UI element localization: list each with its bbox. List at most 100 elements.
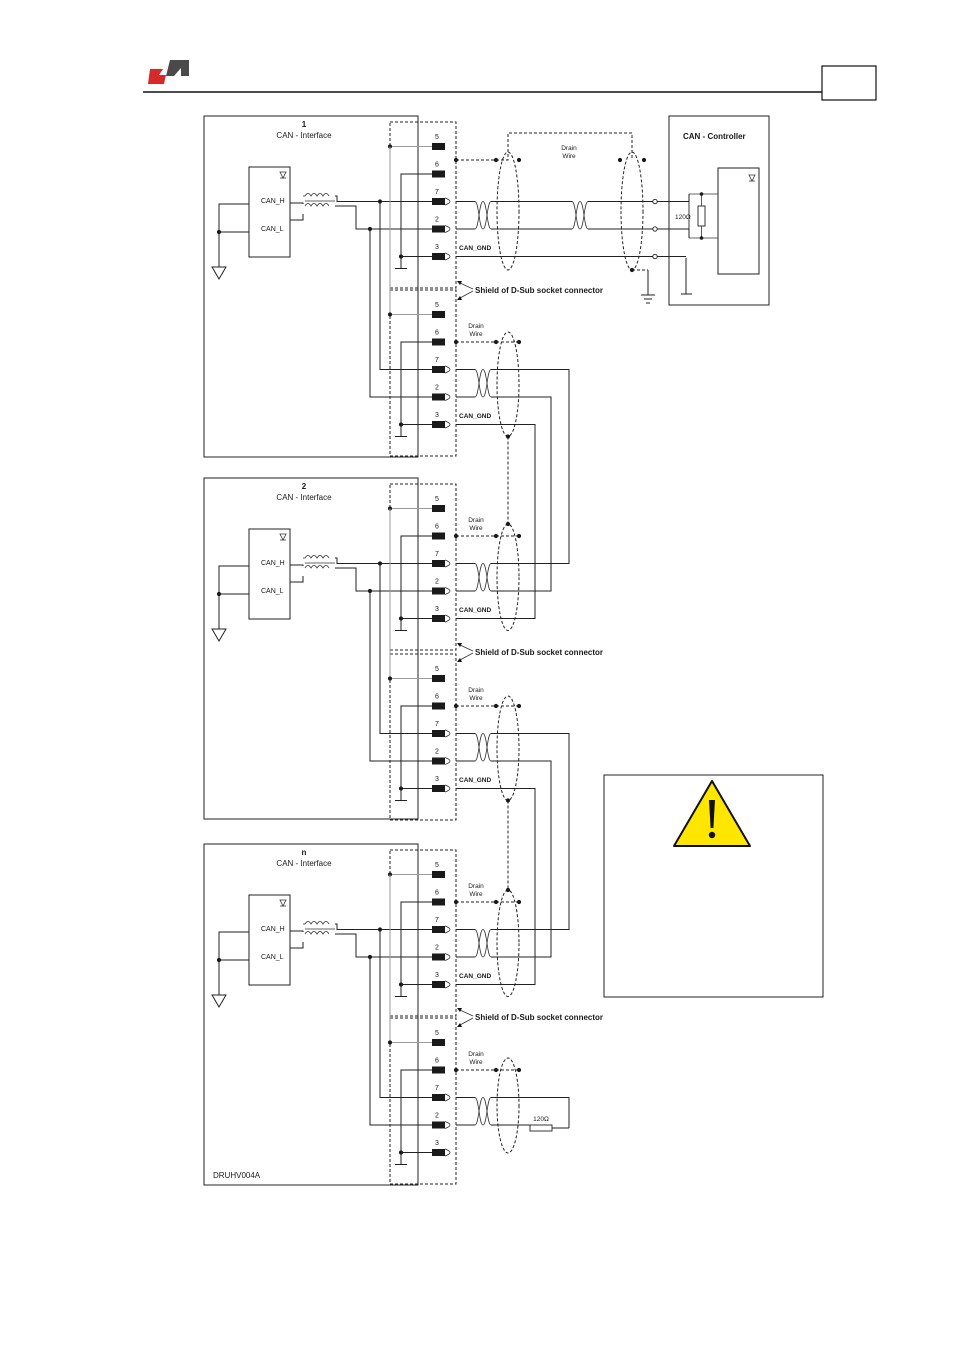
cable-shield xyxy=(496,523,520,631)
can-l-wire xyxy=(290,942,304,949)
can-h-wire xyxy=(491,733,570,930)
pin-contact xyxy=(432,560,445,567)
pin-contact xyxy=(432,981,445,988)
controller-title: CAN - Controller xyxy=(683,132,746,141)
pin-socket xyxy=(444,225,451,233)
junction-dot xyxy=(453,533,459,539)
pin5-wire xyxy=(389,874,432,1043)
pin-socket xyxy=(444,587,451,595)
can-gnd-label: CAN_GND xyxy=(459,973,491,980)
pin-number: 7 xyxy=(435,1085,439,1092)
can-h-wire xyxy=(335,923,432,930)
can-h-wire xyxy=(335,195,432,202)
pin-contact xyxy=(432,1149,445,1156)
pin-contact xyxy=(432,1066,445,1074)
common-mode-choke-icon xyxy=(304,193,335,207)
drain-wire-label: Drain xyxy=(468,1051,484,1058)
pin-socket xyxy=(444,252,451,261)
gnd-wire xyxy=(400,341,432,437)
twisted-pair-icon xyxy=(474,1097,492,1126)
terminal-icon xyxy=(652,198,658,205)
can-l-wire xyxy=(290,576,304,583)
pin-contact xyxy=(432,366,445,373)
pin-number: 3 xyxy=(435,412,439,419)
cable-shield xyxy=(496,889,520,997)
terminal-icon xyxy=(652,253,658,260)
chip-can-h-label: CAN_H xyxy=(261,560,285,567)
can-h-wire xyxy=(335,557,432,564)
shield-label: Shield of D-Sub socket connector xyxy=(475,286,603,295)
can-l-wire xyxy=(369,229,432,398)
pin-contact xyxy=(432,338,445,346)
junction-dot xyxy=(505,521,511,527)
pin-contact xyxy=(432,757,445,765)
junction-dot xyxy=(216,957,222,963)
pin-number: 6 xyxy=(435,694,439,701)
junction-dot xyxy=(387,312,393,317)
pin-contact xyxy=(432,953,445,961)
pin-number: 5 xyxy=(435,134,439,141)
pin-number: 6 xyxy=(435,330,439,337)
controller-resistor xyxy=(697,205,706,227)
pin-number: 3 xyxy=(435,1140,439,1147)
pin-socket xyxy=(444,980,451,989)
junction-dot xyxy=(398,254,404,259)
pin-contact xyxy=(432,926,445,933)
can-gnd-label: CAN_GND xyxy=(459,777,491,784)
can-h-wire xyxy=(491,369,570,564)
pin-socket xyxy=(444,559,451,568)
pin-socket xyxy=(444,757,451,765)
pin-contact xyxy=(432,785,445,792)
pin-contact xyxy=(432,730,445,737)
can-h-wire xyxy=(379,929,432,1098)
pin-socket xyxy=(444,393,451,401)
pin-number: 2 xyxy=(435,945,439,952)
shield-label: Shield of D-Sub socket connector xyxy=(475,648,603,657)
junction-dot xyxy=(516,157,522,163)
junction-dot xyxy=(493,703,499,709)
twisted-pair-icon xyxy=(474,201,492,230)
pin-number: 3 xyxy=(435,972,439,979)
pin-number: 6 xyxy=(435,524,439,531)
chip-icon xyxy=(279,899,287,907)
pin-socket xyxy=(444,784,451,793)
can-h-wire xyxy=(379,201,432,370)
pin-number: 2 xyxy=(435,749,439,756)
pin-number: 5 xyxy=(435,302,439,309)
chip-ground-wire xyxy=(218,931,249,995)
page-number-box xyxy=(821,65,877,101)
node-number: n xyxy=(302,848,307,857)
can-l-wire xyxy=(290,214,304,221)
twisted-pair-icon xyxy=(474,563,492,592)
junction-dot xyxy=(398,1150,404,1155)
junction-dot xyxy=(629,267,635,273)
pin-number: 5 xyxy=(435,666,439,673)
pin-contact xyxy=(432,898,445,906)
twisted-pair-icon xyxy=(474,929,492,958)
junction-dot xyxy=(398,616,404,621)
gnd-wire xyxy=(456,788,536,985)
junction-dot xyxy=(398,422,404,427)
drain-wire-label: Wire xyxy=(469,525,483,532)
can-h-wire xyxy=(491,1097,570,1128)
twisted-pair-icon xyxy=(474,201,492,230)
pin-socket xyxy=(444,614,451,623)
pin-number: 7 xyxy=(435,357,439,364)
drain-wire-label: Drain xyxy=(468,517,484,524)
pin-socket xyxy=(444,1121,451,1129)
junction-dot xyxy=(617,157,623,163)
node-box xyxy=(203,477,419,820)
node-box xyxy=(203,843,419,1186)
gnd-wire xyxy=(400,1069,432,1165)
logo-red-mark xyxy=(148,69,166,84)
drawing-id: DRUHV004A xyxy=(213,1171,261,1180)
gnd-wire xyxy=(400,705,432,801)
pin-contact xyxy=(432,505,445,512)
junction-dot xyxy=(493,533,499,539)
controller-dot xyxy=(699,192,704,196)
chip-can-h-label: CAN_H xyxy=(261,198,285,205)
